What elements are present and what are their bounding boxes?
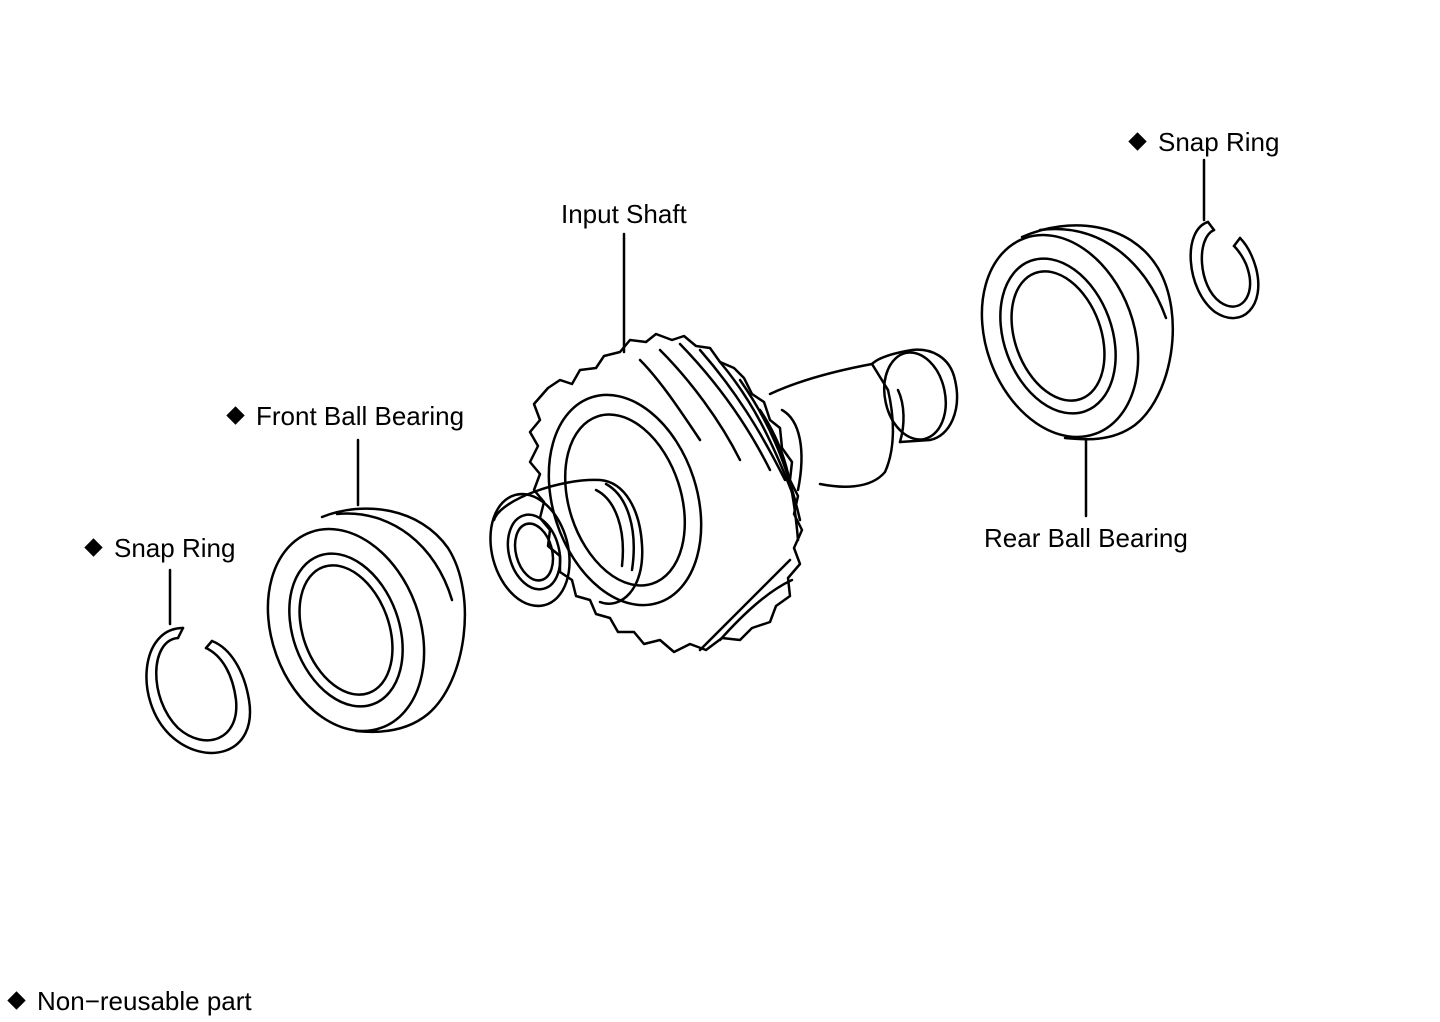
front-ball-bearing — [266, 507, 467, 734]
label-rear-ball-bearing: Rear Ball Bearing — [984, 523, 1188, 553]
input-shaft — [489, 332, 959, 654]
legend-non-reusable: Non−reusable part — [7, 986, 252, 1016]
label-snap-ring-front: Snap Ring — [84, 533, 236, 563]
label-input-shaft: Input Shaft — [561, 199, 687, 229]
rear-ball-bearing — [980, 224, 1175, 441]
label-text: Rear Ball Bearing — [984, 523, 1188, 553]
diamond-icon — [226, 406, 245, 425]
legend-text: Non−reusable part — [37, 986, 252, 1016]
front-snap-ring — [145, 626, 252, 755]
diamond-icon — [1128, 132, 1147, 151]
diamond-icon — [7, 991, 26, 1010]
label-text: Input Shaft — [561, 199, 687, 229]
label-snap-ring-rear: Snap Ring — [1128, 127, 1280, 157]
label-front-ball-bearing: Front Ball Bearing — [226, 401, 465, 431]
label-text: Snap Ring — [114, 533, 236, 563]
diamond-icon — [84, 538, 103, 557]
label-text: Snap Ring — [1158, 127, 1280, 157]
rear-snap-ring — [1189, 220, 1260, 320]
label-text: Front Ball Bearing — [256, 401, 465, 431]
